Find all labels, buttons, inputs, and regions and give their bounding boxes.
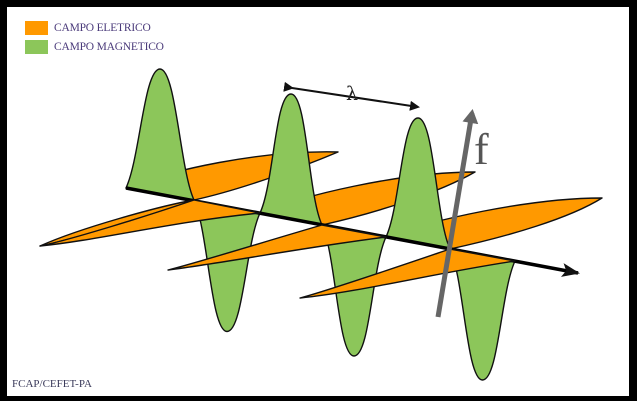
legend-magnetic-swatch — [25, 40, 48, 54]
magnetic-lobe-2 — [193, 199, 261, 333]
magnetic-lobe-5 — [385, 117, 451, 250]
credit-text: FCAP/CEFET-PA — [12, 378, 92, 390]
legend-electric-swatch — [25, 21, 48, 35]
magnetic-lobe-1 — [125, 68, 195, 201]
magnetic-lobe-6 — [449, 248, 516, 381]
wavelength-arrow — [283, 81, 420, 111]
legend-electric-label: CAMPO ELETRICO — [54, 22, 151, 34]
frequency-label: f — [474, 125, 489, 174]
legend-electric: CAMPO ELETRICO — [25, 21, 151, 35]
electric-lobe-6 — [167, 224, 387, 271]
electric-lobe-5 — [39, 199, 261, 247]
legend-magnetic: CAMPO MAGNETICO — [25, 40, 164, 54]
frequency-arrow — [435, 109, 479, 318]
wavelength-label: λ — [346, 83, 359, 105]
legend-magnetic-label: CAMPO MAGNETICO — [54, 41, 164, 53]
electric-lobe-7 — [299, 248, 516, 299]
